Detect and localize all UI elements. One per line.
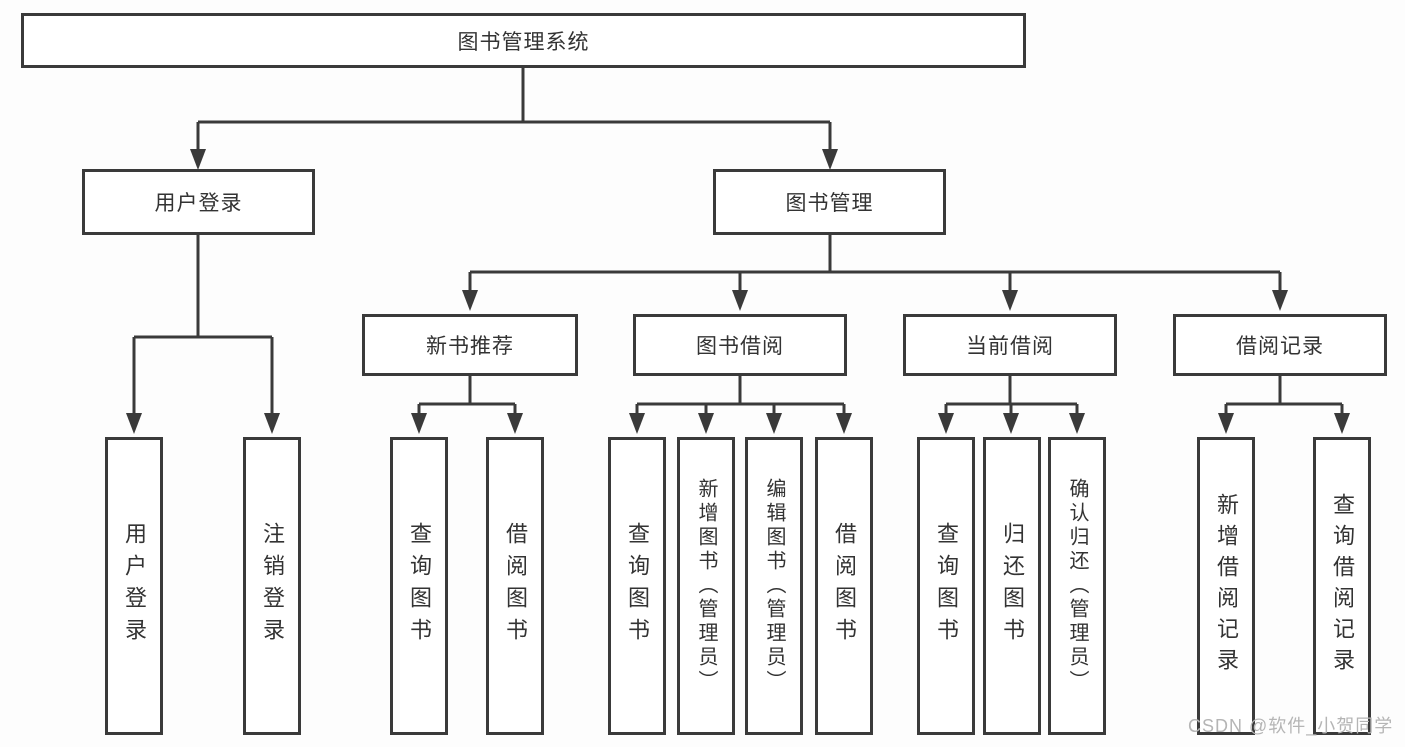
- leaf-bb-edit-book-label: 编辑图书（管理员）: [763, 478, 785, 694]
- leaf-bb-borrow-book-label: 借阅图书: [832, 522, 857, 650]
- leaf-user-login-label: 用户登录: [122, 522, 147, 650]
- leaf-user-login: 用户登录: [105, 437, 163, 735]
- leaf-logout: 注销登录: [243, 437, 301, 735]
- leaf-bb-query-book: 查询图书: [608, 437, 666, 735]
- node-book-management-label: 图书管理: [785, 192, 874, 215]
- node-root-label: 图书管理系统: [457, 30, 590, 54]
- leaf-bb-query-book-label: 查询图书: [625, 522, 650, 650]
- leaf-bb-edit-book: 编辑图书（管理员）: [745, 437, 803, 735]
- node-current-borrow-label: 当前借阅: [966, 335, 1054, 358]
- leaf-rec-borrow-book-label: 借阅图书: [503, 522, 528, 650]
- leaf-bb-borrow-book: 借阅图书: [815, 437, 873, 735]
- leaf-br-query-record: 查询借阅记录: [1313, 437, 1371, 735]
- node-borrow-record-label: 借阅记录: [1236, 335, 1324, 358]
- node-book-borrow-label: 图书借阅: [696, 335, 784, 358]
- leaf-cb-query-book-label: 查询图书: [934, 522, 959, 650]
- leaf-rec-borrow-book: 借阅图书: [486, 437, 544, 735]
- leaf-bb-add-book: 新增图书（管理员）: [677, 437, 735, 735]
- leaf-rec-query-book: 查询图书: [390, 437, 448, 735]
- leaf-cb-confirm-return: 确认归还（管理员）: [1048, 437, 1106, 735]
- node-current-borrow: 当前借阅: [903, 314, 1117, 376]
- leaf-cb-return-book: 归还图书: [983, 437, 1041, 735]
- leaf-br-add-record-label: 新增借阅记录: [1214, 493, 1239, 679]
- node-root: 图书管理系统: [21, 13, 1026, 68]
- leaf-rec-query-book-label: 查询图书: [407, 522, 432, 650]
- leaf-cb-return-book-label: 归还图书: [1000, 522, 1025, 650]
- node-user-login-label: 用户登录: [154, 192, 243, 215]
- arrowheads: [126, 149, 1350, 434]
- node-new-book-recommend-label: 新书推荐: [426, 335, 514, 358]
- leaf-cb-confirm-return-label: 确认归还（管理员）: [1066, 478, 1088, 694]
- leaf-br-query-record-label: 查询借阅记录: [1330, 493, 1355, 679]
- node-book-management: 图书管理: [713, 169, 946, 235]
- node-book-borrow: 图书借阅: [633, 314, 847, 376]
- node-user-login: 用户登录: [82, 169, 315, 235]
- leaf-logout-label: 注销登录: [260, 522, 285, 650]
- leaf-bb-add-book-label: 新增图书（管理员）: [695, 478, 717, 694]
- csdn-watermark: CSDN @软件_小贺同学: [1188, 716, 1394, 736]
- leaf-cb-query-book: 查询图书: [917, 437, 975, 735]
- leaf-br-add-record: 新增借阅记录: [1197, 437, 1255, 735]
- node-new-book-recommend: 新书推荐: [362, 314, 578, 376]
- node-borrow-record: 借阅记录: [1173, 314, 1387, 376]
